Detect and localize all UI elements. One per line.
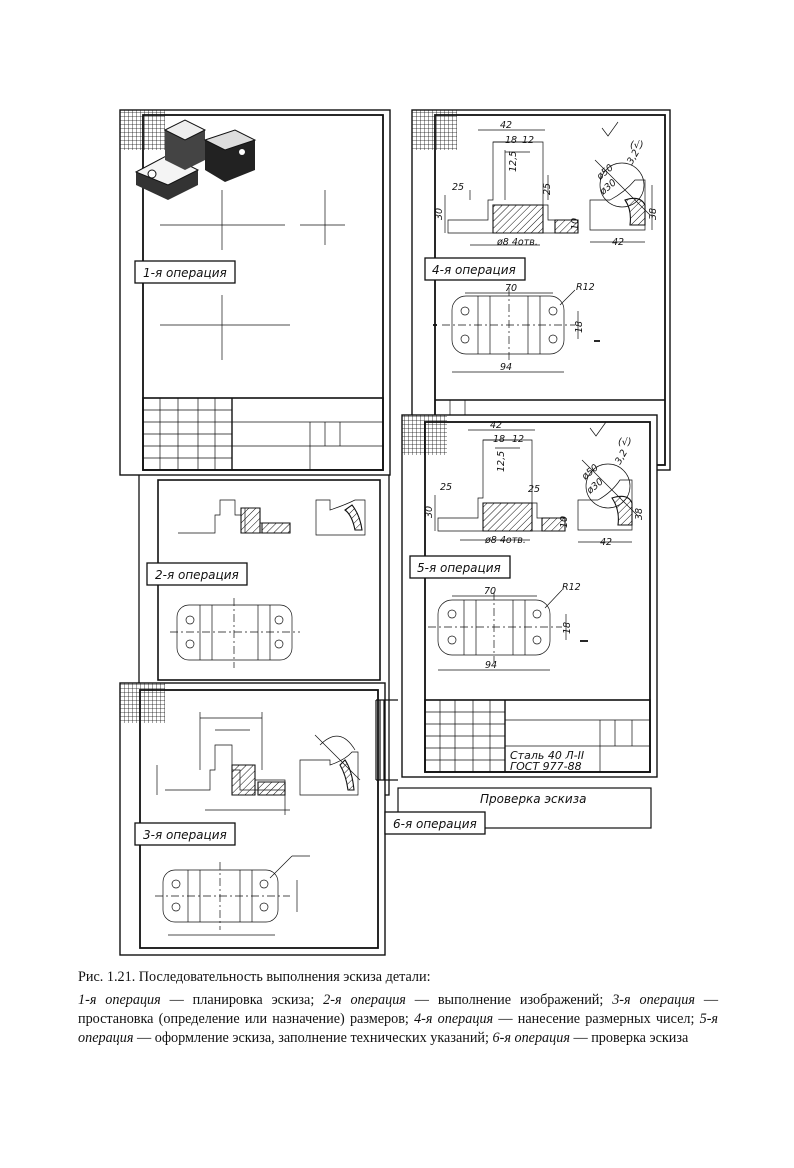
op5-label: 5-я операция	[417, 561, 501, 575]
dim-38: 38	[648, 208, 659, 220]
dim-12-5: 12,5	[496, 451, 507, 472]
panel-label-op3: 3-я операция	[134, 822, 236, 846]
op6-label: 6-я операция	[393, 817, 477, 831]
roughness-mark: (√)	[618, 437, 631, 448]
sketch-sequence-figure: 2-я операция	[119, 109, 671, 956]
check-label: Проверка эскиза	[480, 792, 586, 806]
dim-70: 70	[505, 283, 517, 294]
dim-18b: 18	[562, 622, 573, 634]
panel-label-op1: 1-я операция	[134, 260, 236, 284]
dim-12: 12	[512, 434, 524, 445]
dim-18: 18	[505, 135, 517, 146]
dim-10: 10	[570, 218, 581, 230]
op1-label: 1-я операция	[143, 266, 227, 280]
dim-r12: R12	[576, 282, 595, 293]
op4-label: 4-я операция	[432, 263, 516, 277]
panel-label-op6: 6-я операция	[384, 811, 486, 835]
dim-holes: ø8 4отв.	[496, 237, 538, 248]
caption-t5: — оформление эскиза, заполнение техничес…	[133, 1030, 493, 1046]
caption-t6: — проверка эскиза	[569, 1030, 689, 1046]
dim-12: 12	[522, 135, 534, 146]
caption-op6: 6-я операция	[492, 1030, 570, 1046]
dim-holes: ø8 4отв.	[484, 535, 526, 546]
dim-18b: 18	[574, 321, 585, 333]
caption-t1: — планировка эскиза;	[160, 992, 324, 1008]
caption-op4: 4-я операция	[414, 1011, 494, 1027]
dim-r12: R12	[562, 582, 581, 593]
title-block-op5	[424, 699, 651, 773]
material-text: Сталь 40 Л-II	[510, 749, 584, 762]
sheet-connectors	[375, 699, 398, 781]
sheet-op1: 1-я операция	[119, 109, 391, 476]
dim-42b: 42	[612, 237, 624, 248]
caption-op2: 2-я операция	[323, 992, 406, 1008]
dim-18: 18	[493, 434, 505, 445]
figure-caption: Рис. 1.21. Последовательность выполнения…	[78, 968, 718, 1048]
dim-25: 25	[452, 182, 464, 193]
op2-label: 2-я операция	[155, 568, 239, 582]
dim-94: 94	[500, 362, 512, 373]
dim-42: 42	[500, 120, 512, 131]
isometric-part-image	[134, 119, 257, 200]
dim-42b: 42	[600, 537, 612, 548]
dim-38: 38	[634, 508, 645, 520]
caption-t2: — выполнение изображений;	[405, 992, 613, 1008]
panel-label-op4: 4-я операция	[424, 257, 526, 281]
caption-op3: 3-я операция	[612, 992, 695, 1008]
panel-label-op2: 2-я операция	[146, 562, 248, 586]
sheet-op6: Проверка эскиза 6-я операция	[384, 787, 652, 835]
caption-t3: — простановка (определение или назначени…	[78, 992, 719, 1027]
dim-12-5: 12,5	[508, 151, 519, 172]
caption-t4: — нанесение размерных чисел;	[493, 1011, 700, 1027]
dim-25: 25	[440, 482, 452, 493]
op3-label: 3-я операция	[143, 828, 227, 842]
dim-25b: 25	[528, 484, 540, 495]
dim-70: 70	[484, 586, 496, 597]
panel-label-op5: 5-я операция	[409, 555, 511, 579]
caption-op1: 1-я операция	[78, 992, 161, 1008]
caption-description: 1-я операция — планировка эскиза; 2-я оп…	[78, 991, 718, 1048]
dim-25b: 25	[542, 183, 553, 195]
dim-10: 10	[559, 516, 570, 528]
dim-30: 30	[434, 208, 445, 220]
dim-94: 94	[485, 660, 497, 671]
sheet-op5: 42 18 12 12,5 25 25 30 10 ø8 4отв. ø50 ø…	[401, 414, 658, 778]
roughness-mark: (√)	[630, 140, 643, 151]
dim-30: 30	[424, 506, 435, 518]
standard-text: ГОСТ 977-88	[510, 760, 582, 773]
title-block-op1	[142, 397, 384, 471]
dim-42: 42	[490, 420, 502, 431]
caption-op5: 5-я операция	[78, 1011, 719, 1046]
sheet-op3: 3-я операция	[119, 682, 386, 956]
caption-title: Рис. 1.21. Последовательность выполнения…	[78, 969, 431, 985]
